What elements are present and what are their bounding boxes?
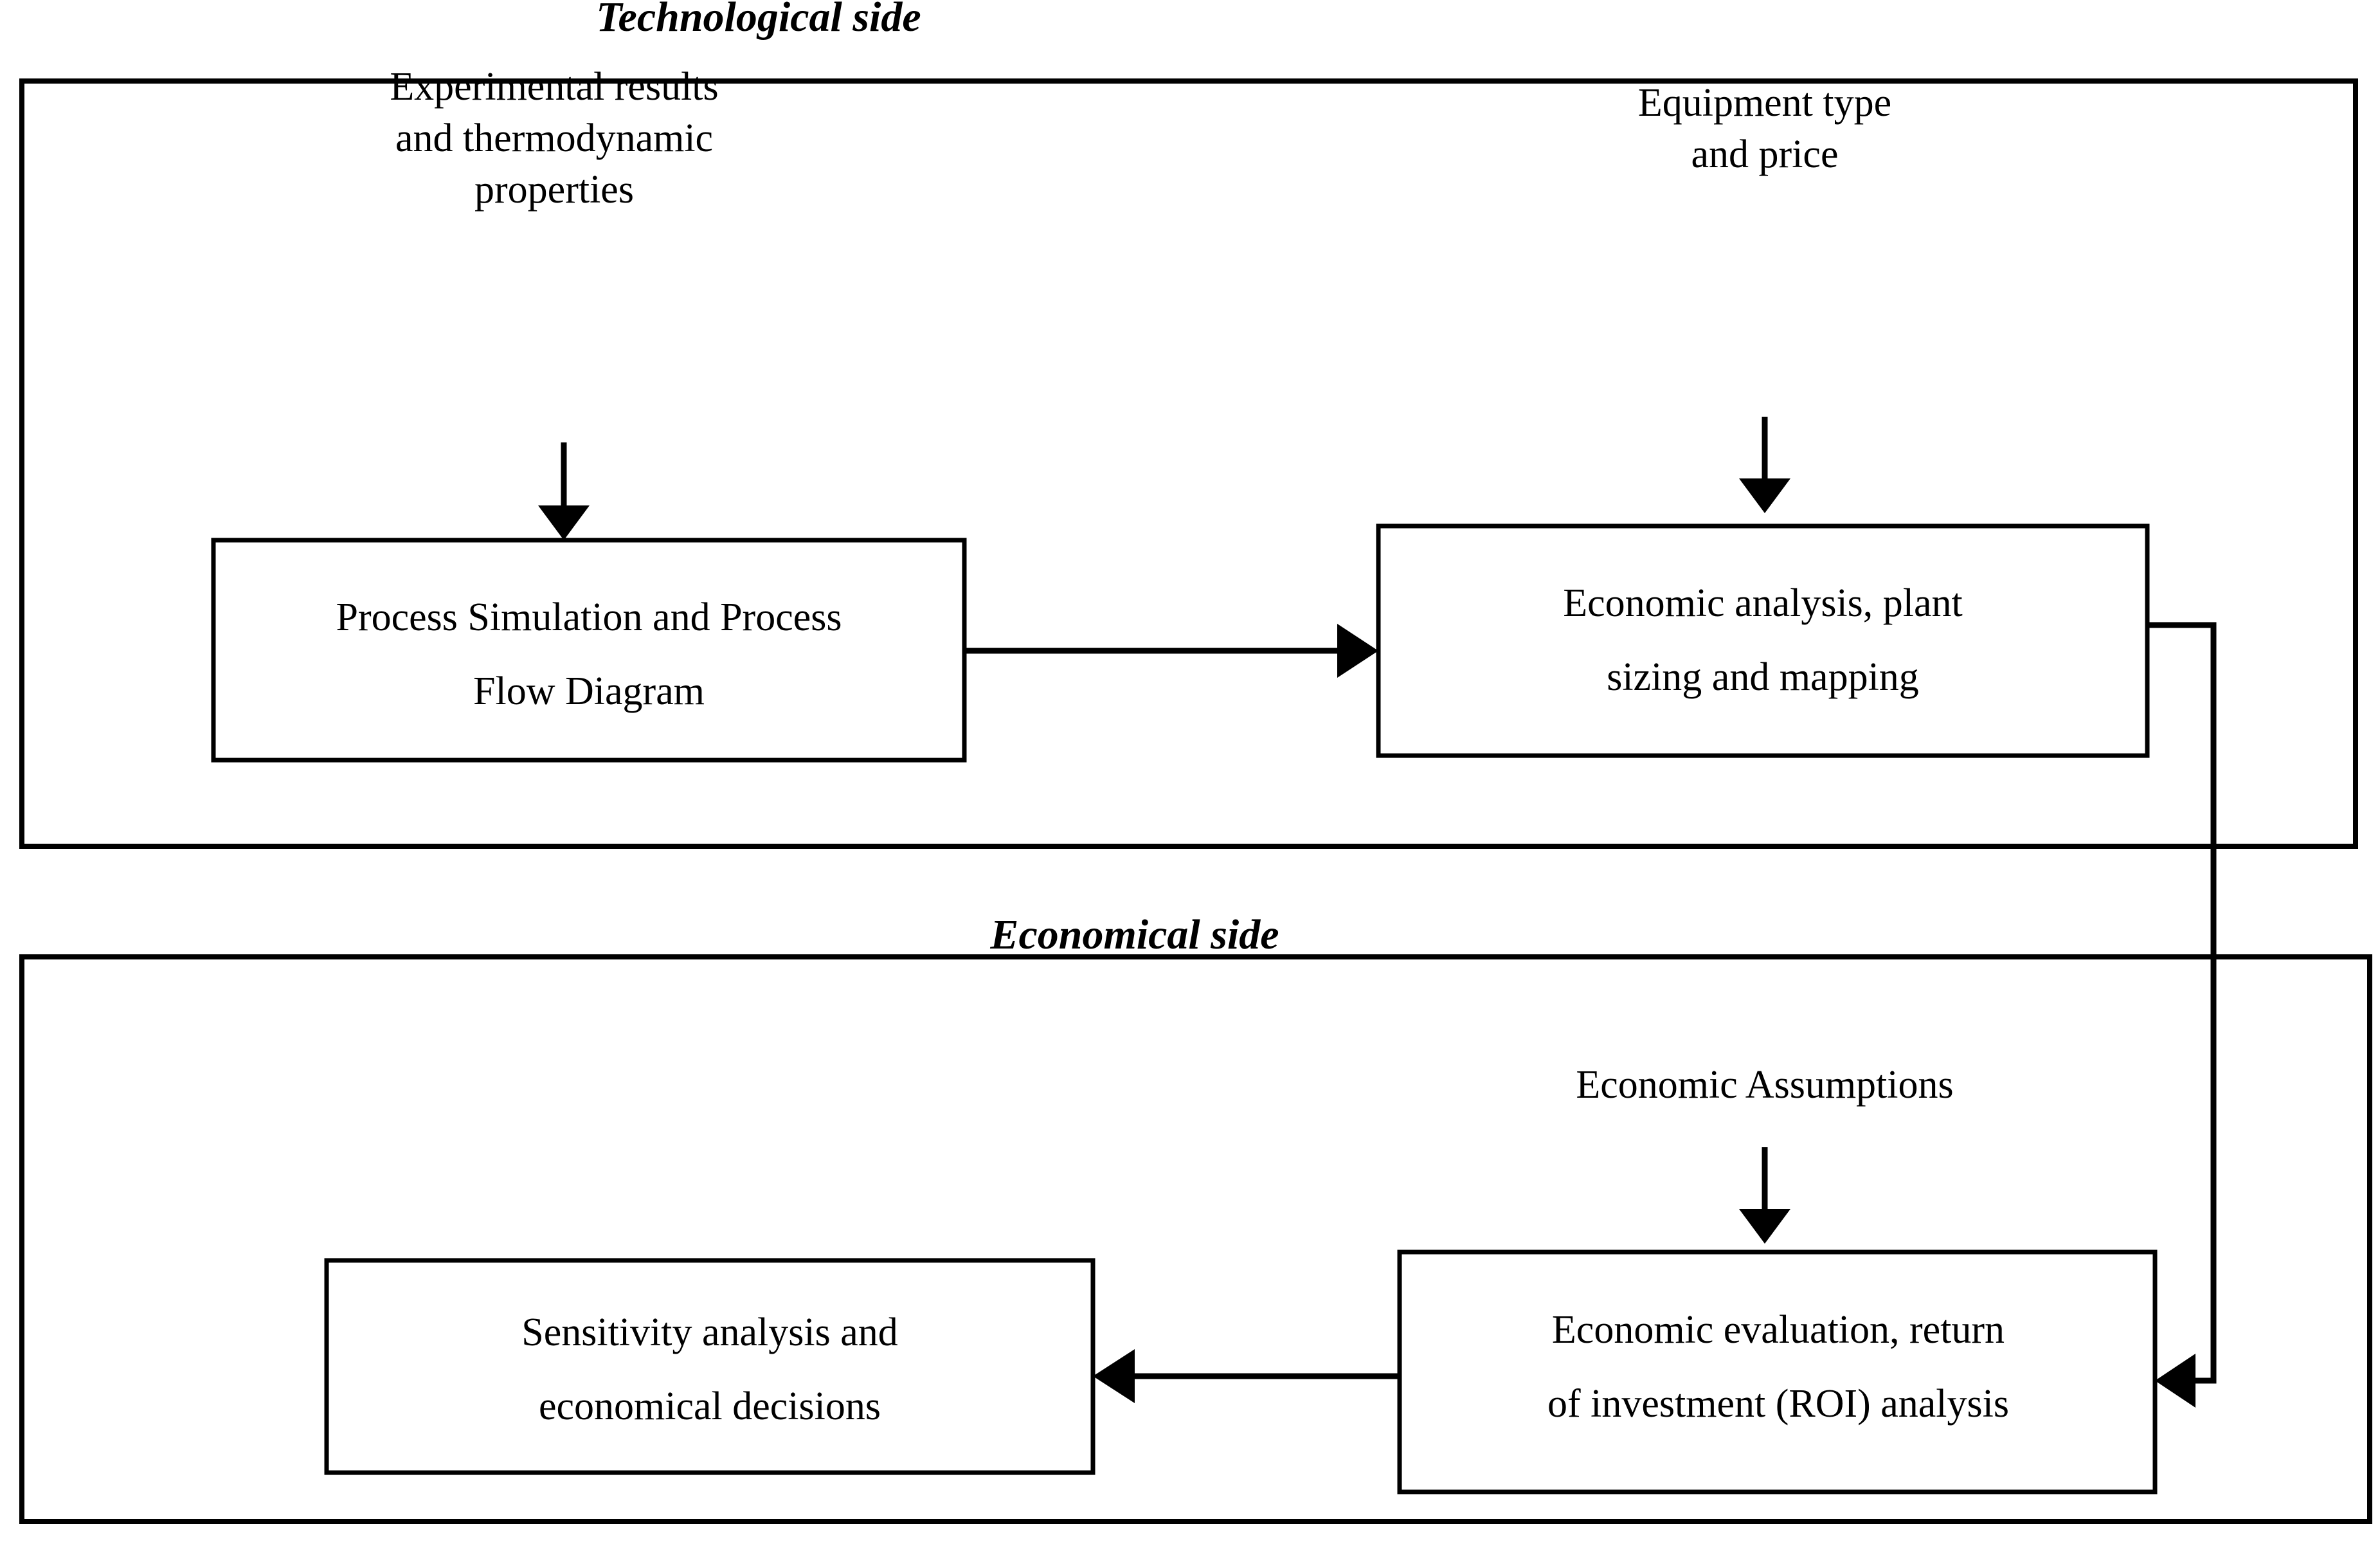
connector-economic-analysis-to-evaluation	[2147, 622, 2217, 1384]
node-sensitivity-analysis-line2: economical decisions	[539, 1385, 881, 1428]
node-economic-analysis-line2: sizing and mapping	[1607, 655, 1919, 699]
arrow-head-equipment-to-economic-analysis	[1739, 478, 1790, 513]
technological-side-container	[19, 78, 2358, 849]
node-process-simulation-line1: Process Simulation and Process	[336, 595, 842, 639]
node-sensitivity-analysis[interactable]	[324, 1258, 1095, 1475]
section-title-economical: Economical side	[989, 911, 1279, 958]
section-title-technological: Technological side	[596, 0, 921, 41]
node-sensitivity-analysis-line1: Sensitivity analysis and	[521, 1311, 898, 1354]
node-economic-evaluation-line2: of investment (ROI) analysis	[1547, 1382, 2009, 1426]
node-process-simulation[interactable]	[211, 538, 967, 763]
node-economic-analysis-line1: Economic analysis, plant	[1563, 581, 1963, 625]
arrow-head-experimental-to-process	[538, 505, 590, 540]
annotation-experimental-inputs-line1: Experimental results	[390, 65, 718, 109]
node-economic-evaluation[interactable]	[1397, 1249, 2158, 1494]
economical-side-container	[19, 954, 2372, 1524]
arrow-head-assumptions-to-evaluation	[1739, 1209, 1790, 1244]
annotation-experimental-inputs-line2: and thermodynamic	[395, 116, 713, 160]
annotation-equipment-inputs-line1: Equipment type	[1638, 81, 1891, 125]
annotation-economic-assumptions: Economic Assumptions	[1576, 1063, 1953, 1107]
arrow-head-process-to-economic-analysis	[1337, 624, 1378, 678]
arrow-head-economic-analysis-to-evaluation	[2155, 1354, 2195, 1408]
annotation-experimental-inputs-line3: properties	[474, 168, 634, 212]
node-economic-analysis[interactable]	[1376, 523, 2150, 758]
node-economic-evaluation-line1: Economic evaluation, return	[1552, 1308, 2005, 1352]
node-process-simulation-line2: Flow Diagram	[473, 669, 705, 713]
arrow-head-evaluation-to-sensitivity	[1093, 1349, 1135, 1403]
annotation-equipment-inputs-line2: and price	[1691, 132, 1839, 176]
